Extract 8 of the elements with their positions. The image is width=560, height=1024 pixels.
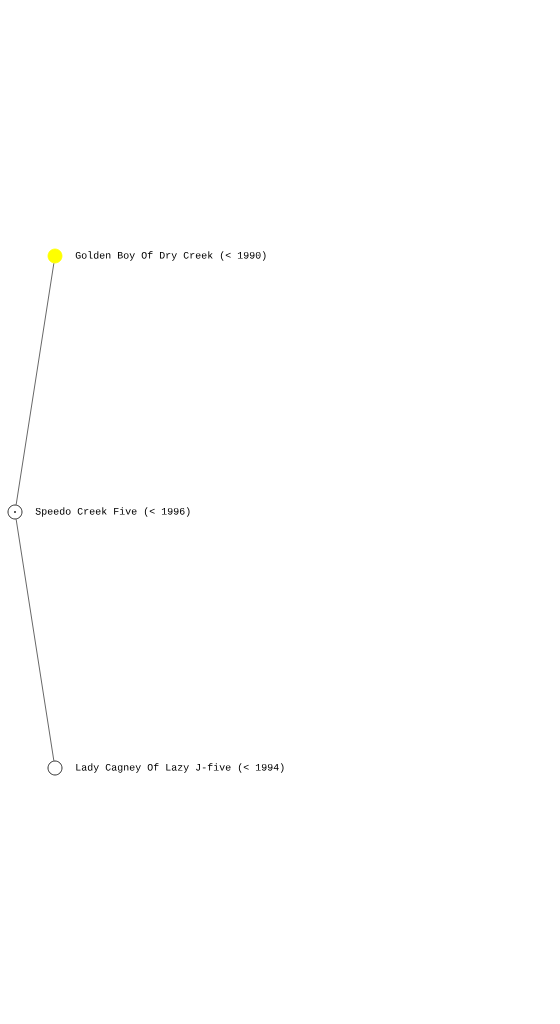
connector-line xyxy=(15,263,55,505)
circle-marker xyxy=(7,504,23,520)
circle-marker xyxy=(47,248,63,264)
node-label: Golden Boy Of Dry Creek (< 1990) xyxy=(75,251,266,261)
node-label: Lady Cagney Of Lazy J-five (< 1994) xyxy=(76,763,284,773)
connector-line xyxy=(15,519,55,761)
circle-marker xyxy=(47,760,63,776)
node-label: Speedo Creek Five (< 1996) xyxy=(35,507,190,517)
